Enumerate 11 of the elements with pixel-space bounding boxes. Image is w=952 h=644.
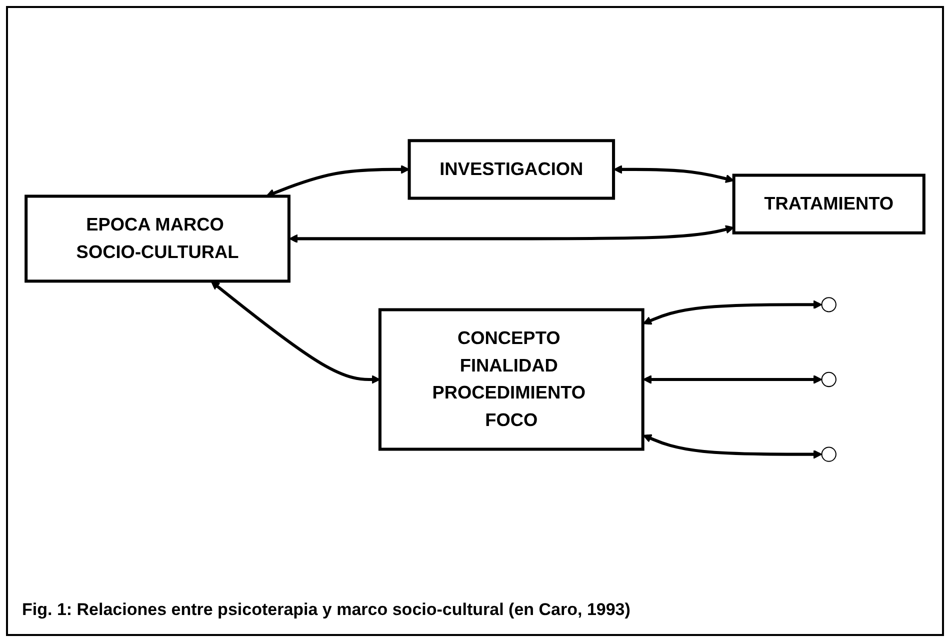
- arrow: [642, 375, 822, 384]
- arrow: [614, 164, 734, 184]
- node-box: TRATAMIENTO: [732, 174, 926, 234]
- node-box: EPOCA MARCO SOCIO-CULTURAL: [24, 194, 290, 283]
- figure-caption: Fig. 1: Relaciones entre psicoterapia y marco socio-cultural (en Caro, 1993): [21, 599, 632, 621]
- arrow: [288, 225, 734, 244]
- arrow: [210, 281, 380, 384]
- node-box: INVESTIGACION: [408, 139, 616, 200]
- arrow: [642, 300, 822, 325]
- node-box: CONCEPTO FINALIDAD PROCEDIMIENTO FOCO: [378, 308, 644, 451]
- arrow: [642, 434, 822, 459]
